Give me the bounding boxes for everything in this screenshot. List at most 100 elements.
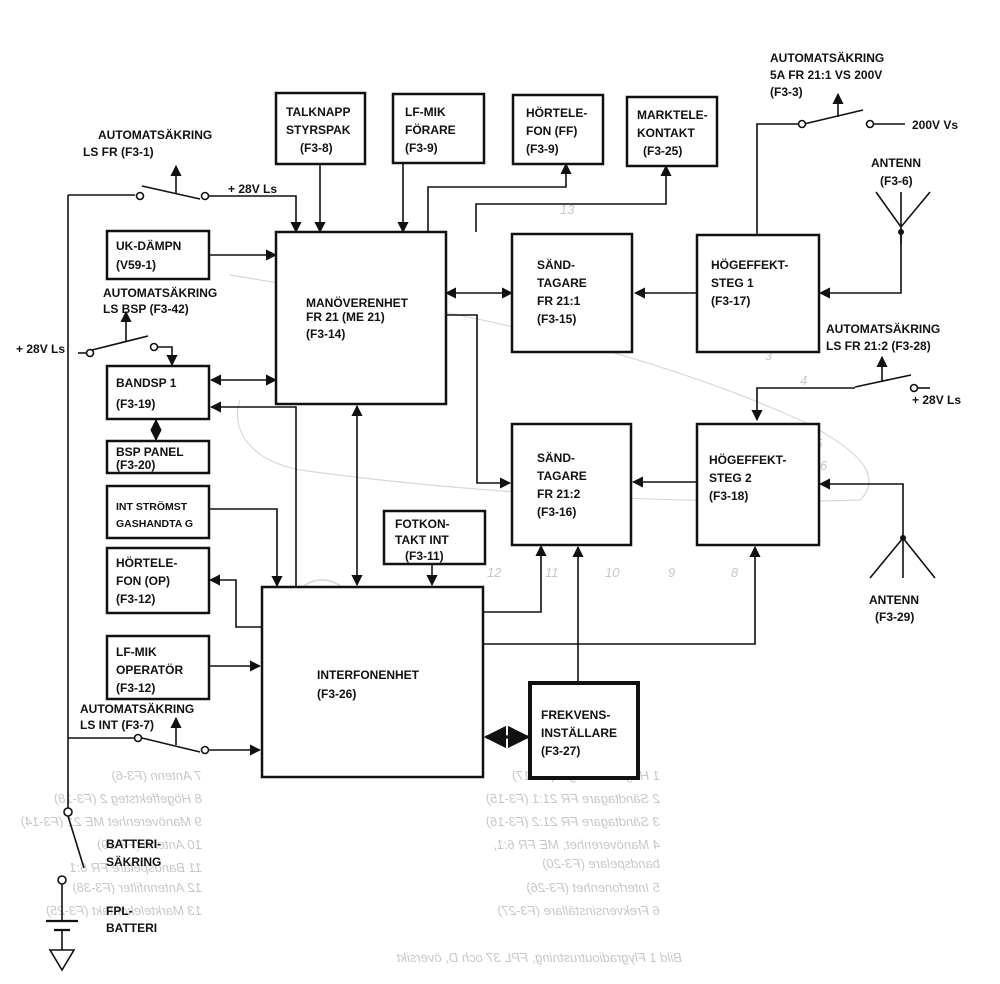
free-labels: AUTOMATSÄKRING LS FR (F3-1) + 28V Ls AUT…	[16, 50, 961, 935]
block-line: INSTÄLLARE	[541, 725, 617, 740]
bg-legend-line: 4 Manöverenhet, ME FR 6:1,	[493, 837, 660, 852]
label-batterisakring: BATTERI-	[106, 837, 161, 851]
bg-number: 9	[668, 565, 675, 580]
wire-5a-to-hogeffekt1	[756, 123, 800, 235]
antenna-junction	[898, 229, 904, 235]
wire-28v-to-manoverenhet	[209, 195, 302, 234]
block-line: LF-MIK	[116, 645, 157, 659]
block-fotkontakt: FOTKON- TAKT INT (F3-11)	[382, 509, 487, 566]
block-line: STYRSPAK	[286, 123, 351, 137]
block-line: TAGARE	[537, 276, 587, 290]
block-interfonenhet: INTERFONENHET (F3-26)	[260, 585, 485, 779]
label-as-ls-bsp: LS BSP (F3-42)	[103, 302, 189, 316]
bg-caption: Bild 1 Flygradioutrustning, FPL 37 och D…	[395, 950, 682, 965]
block-int-stromst: INT STRÖMST GASHANDTA G	[105, 484, 211, 540]
switch-contact	[149, 342, 159, 352]
block-line: FOTKON-	[395, 517, 450, 531]
block-line: FR 21:2	[537, 487, 581, 501]
bg-legend-line: 10 Antenn (F3-29)	[97, 837, 202, 852]
switch-5a-lever	[803, 109, 864, 125]
switch-ls-fr212-lever	[854, 374, 912, 388]
block-line: OPERATÖR	[116, 662, 183, 677]
block-line: (F3-11)	[405, 549, 444, 563]
switch-contact	[135, 191, 145, 201]
wire-antenna1-hogeffekt1	[818, 232, 902, 299]
label-antenn-2: ANTENN	[869, 593, 919, 607]
label-28v-top: + 28V Ls	[228, 182, 277, 196]
block-line: (F3-25)	[643, 144, 682, 158]
ground-symbol	[48, 949, 76, 972]
block-line: TALKNAPP	[286, 105, 350, 119]
bg-legend-line: 9 Manöverenhet ME 21 (F3-14)	[21, 814, 202, 829]
switch-contact	[909, 383, 919, 393]
block-line: (F3-18)	[709, 489, 748, 503]
antenna-2-symbol	[869, 536, 936, 579]
bg-number: 8	[731, 565, 739, 580]
label-antenn-2: (F3-29)	[875, 610, 914, 624]
block-line: (F3-16)	[537, 505, 576, 519]
block-bandsp-1: BANDSP 1 (F3-19)	[105, 364, 211, 421]
label-as-ls-fr: LS FR (F3-1)	[83, 145, 154, 159]
switch-ls-int-lever	[141, 737, 201, 753]
block-line: SÄND-	[537, 450, 575, 465]
bg-number: 13	[560, 202, 575, 217]
antenna-junction	[900, 535, 906, 541]
block-hortelefon-ff: HÖRTELE- FON (FF) (F3-9)	[511, 93, 605, 166]
label-batterisakring: SÄKRING	[106, 854, 161, 869]
wiring	[46, 92, 936, 972]
block-line: (F3-12)	[116, 592, 155, 606]
block-line: SÄND-	[537, 257, 575, 272]
label-fpl-batteri: BATTERI	[106, 921, 157, 935]
block-line: (F3-12)	[116, 681, 155, 695]
block-line: FR 21:1	[537, 294, 581, 308]
wire-to-hortelefon-ff	[427, 162, 572, 232]
bg-legend-line: 12 Antennfilter (F3-38)	[72, 880, 202, 895]
label-antenn-1: ANTENN	[871, 156, 921, 170]
label-as-ls-fr: AUTOMATSÄKRING	[98, 127, 212, 142]
label-antenn-1: (F3-6)	[880, 174, 913, 188]
block-line: (F3-8)	[300, 141, 333, 155]
wire-bandsp-interfon	[209, 401, 297, 588]
block-line: (F3-17)	[711, 294, 750, 308]
wire-fr212-to-hogeffekt2	[751, 387, 855, 422]
block-talknapp: TALKNAPP STYRSPAK (F3-8)	[274, 91, 367, 166]
bg-legend-line: 8 Högeffektsteg 2 (F3-18)	[54, 791, 202, 806]
label-as-ls-int: LS INT (F3-7)	[80, 718, 154, 732]
show-through-legend-right: 7 Antenn (F3-6) 8 Högeffektsteg 2 (F3-18…	[21, 768, 202, 918]
block-line: MANÖVERENHET	[306, 295, 409, 310]
wire-antenna2-hogeffekt2	[818, 478, 904, 538]
bg-number: 6	[820, 458, 828, 473]
block-lf-mik-forare: LF-MIK FÖRARE (F3-9)	[391, 92, 486, 165]
block-frekvensinstallare: FREKVENS- INSTÄLLARE (F3-27)	[528, 681, 640, 780]
label-as-ls-fr212: AUTOMATSÄKRING	[826, 321, 940, 336]
wire-intstromst-interfon	[209, 508, 283, 588]
bg-legend-line: 5 Interfonenhet (F3-26)	[526, 880, 660, 895]
block-line: HÖGEFFEKT-	[711, 257, 788, 272]
block-hortelefon-op: HÖRTELE- FON (OP) (F3-12)	[105, 546, 211, 615]
block-line: (F3-14)	[306, 327, 345, 341]
block-line: BANDSP 1	[116, 376, 177, 390]
bg-number: 4	[800, 373, 807, 388]
label-as-ls-int: AUTOMATSÄKRING	[80, 701, 194, 716]
switch-contact	[133, 733, 143, 743]
block-bsp-panel: BSP PANEL (F3-20)	[105, 439, 211, 475]
block-line: (F3-15)	[537, 312, 576, 326]
block-line: (F3-26)	[317, 687, 356, 701]
block-line: KONTAKT	[637, 126, 695, 140]
bg-legend-line: 11 Bandspelare FR 6:1	[69, 860, 202, 875]
block-line: HÖRTELE-	[526, 105, 587, 120]
block-hogeffektsteg-2: HÖGEFFEKT- STEG 2 (F3-18)	[695, 422, 821, 547]
block-lf-mik-operator: LF-MIK OPERATÖR (F3-12)	[105, 634, 211, 701]
block-uk-dampn: UK-DÄMPN (V59-1)	[105, 229, 211, 281]
block-line: INTERFONENHET	[317, 668, 420, 682]
bg-legend-line: bandspelare (F3-20)	[542, 856, 660, 871]
switch-contact	[797, 119, 807, 129]
block-line: TAGARE	[537, 469, 587, 483]
block-line: UK-DÄMPN	[116, 238, 181, 253]
antenna-1-symbol	[875, 191, 931, 244]
block-line: (F3-9)	[405, 141, 438, 155]
switch-contact	[865, 119, 875, 129]
show-through-legend-left: 1 Högeffektsteg 1 (F3-17) 2 Sändtagare F…	[486, 768, 661, 918]
battery-switch-lever	[67, 815, 85, 869]
block-line: TAKT INT	[395, 533, 449, 547]
